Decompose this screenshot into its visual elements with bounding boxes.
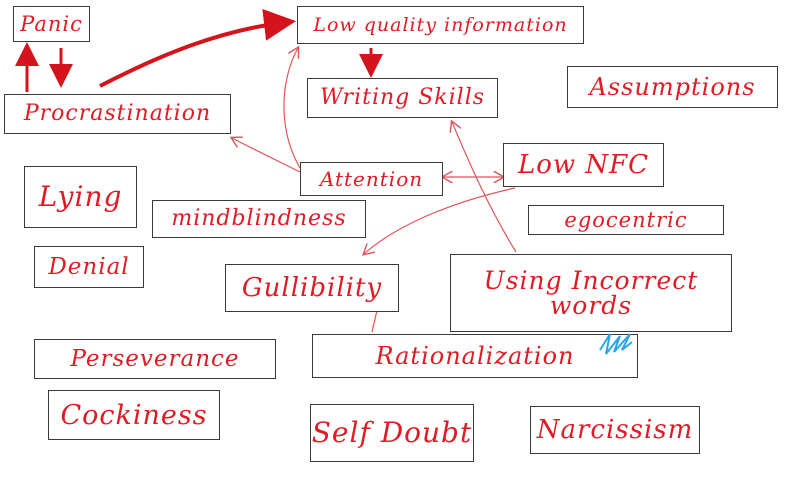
node-gullibility: Gullibility	[225, 264, 399, 312]
node-rationalization: Rationalization	[312, 334, 638, 378]
node-procrastination-label: Procrastination	[23, 101, 212, 126]
node-attention: Attention	[300, 162, 443, 196]
node-mindblindness-label: mindblindness	[171, 206, 347, 231]
node-self-doubt-label: Self Doubt	[311, 416, 473, 449]
node-narcissism: Narcissism	[530, 406, 700, 454]
edge-attention-to-low-quality-information	[283, 48, 301, 169]
node-cockiness-label: Cockiness	[60, 399, 208, 431]
node-denial-label: Denial	[48, 253, 130, 280]
node-self-doubt: Self Doubt	[310, 404, 474, 462]
node-writing-skills: Writing Skills	[307, 78, 498, 118]
node-narcissism-label: Narcissism	[536, 415, 694, 445]
node-lying: Lying	[24, 166, 137, 228]
node-assumptions: Assumptions	[567, 66, 778, 108]
node-attention-label: Attention	[319, 167, 424, 191]
node-low-nfc-label: Low NFC	[517, 150, 650, 180]
node-low-nfc: Low NFC	[503, 143, 664, 187]
node-using-incorrect-words: Using Incorrect words	[450, 254, 732, 332]
node-low-quality-information: Low quality information	[297, 6, 584, 44]
node-panic: Panic	[13, 6, 90, 42]
node-egocentric: egocentric	[528, 205, 724, 235]
edge-procrastination-to-low-quality-information	[99, 8, 296, 88]
edge-low-nfc-to-gullibility	[364, 187, 516, 254]
node-mindblindness: mindblindness	[152, 200, 366, 238]
node-low-quality-information-label: Low quality information	[313, 13, 568, 36]
node-perseverance: Perseverance	[34, 339, 276, 379]
node-denial: Denial	[34, 246, 144, 288]
node-procrastination: Procrastination	[4, 94, 231, 134]
edge-using-incorrect-words-to-writing-skills	[452, 122, 517, 253]
node-rationalization-label: Rationalization	[375, 342, 575, 370]
node-perseverance-label: Perseverance	[70, 345, 240, 372]
node-gullibility-label: Gullibility	[241, 273, 383, 303]
node-using-incorrect-words-label: Using Incorrect words	[483, 266, 699, 320]
node-panic-label: Panic	[20, 11, 83, 36]
node-lying-label: Lying	[38, 180, 123, 213]
node-cockiness: Cockiness	[48, 390, 220, 440]
node-assumptions-label: Assumptions	[589, 73, 756, 101]
edge-attention-to-procrastination	[232, 138, 301, 173]
node-writing-skills-label: Writing Skills	[319, 85, 486, 110]
node-egocentric-label: egocentric	[564, 207, 688, 232]
